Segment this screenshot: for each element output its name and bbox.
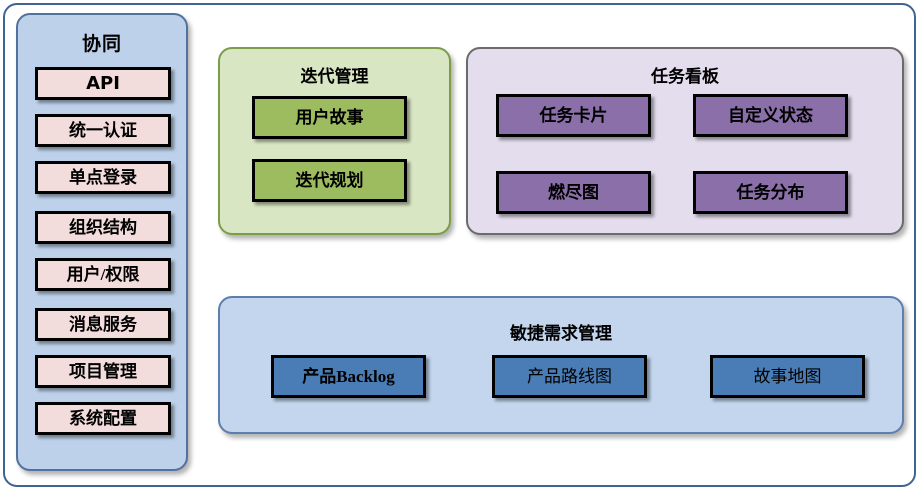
taskboard-item-label: 燃尽图 bbox=[548, 183, 599, 202]
sidebar-title: 协同 bbox=[81, 33, 122, 55]
taskboard-item-custom-status[interactable]: 自定义状态 bbox=[693, 94, 848, 137]
agile-item-label: 产品路线图 bbox=[527, 367, 612, 386]
sidebar-item-label: API bbox=[86, 72, 120, 94]
sidebar-item-user-permission[interactable]: 用户/权限 bbox=[35, 258, 171, 291]
sidebar-item-label: 系统配置 bbox=[69, 409, 137, 428]
sidebar-item-message-service[interactable]: 消息服务 bbox=[35, 308, 171, 341]
agile-item-product-roadmap[interactable]: 产品路线图 bbox=[492, 355, 647, 398]
sidebar-item-project-management[interactable]: 项目管理 bbox=[35, 355, 171, 388]
agile-item-story-map[interactable]: 故事地图 bbox=[710, 355, 865, 398]
taskboard-panel: 任务看板 任务卡片 自定义状态 燃尽图 任务分布 bbox=[466, 47, 904, 235]
sidebar-panel: 协同 API 统一认证 单点登录 组织结构 用户/权限 消息服务 项目管理 系统… bbox=[16, 13, 188, 471]
sidebar-item-single-sign-on[interactable]: 单点登录 bbox=[35, 161, 171, 194]
sidebar-item-label: 消息服务 bbox=[69, 315, 137, 334]
iteration-item-iteration-planning[interactable]: 迭代规划 bbox=[252, 159, 407, 202]
taskboard-item-task-distribution[interactable]: 任务分布 bbox=[693, 171, 848, 214]
iteration-item-label: 迭代规划 bbox=[295, 171, 364, 190]
agile-item-label: 产品Backlog bbox=[302, 367, 395, 386]
sidebar-item-unified-auth[interactable]: 统一认证 bbox=[35, 114, 171, 147]
taskboard-item-task-card[interactable]: 任务卡片 bbox=[496, 94, 651, 137]
sidebar-item-label: 用户/权限 bbox=[66, 265, 140, 284]
iteration-item-user-story[interactable]: 用户故事 bbox=[252, 96, 407, 139]
sidebar-item-label: 单点登录 bbox=[69, 168, 137, 187]
taskboard-item-label: 任务分布 bbox=[736, 183, 805, 202]
iteration-item-label: 用户故事 bbox=[295, 108, 364, 127]
sidebar-item-label: 统一认证 bbox=[69, 121, 137, 140]
taskboard-item-label: 任务卡片 bbox=[539, 106, 608, 125]
agile-requirement-panel: 敏捷需求管理 产品Backlog 产品路线图 故事地图 bbox=[218, 296, 904, 434]
taskboard-title: 任务看板 bbox=[651, 67, 719, 87]
taskboard-item-label: 自定义状态 bbox=[728, 106, 813, 125]
iteration-management-panel: 迭代管理 用户故事 迭代规划 bbox=[218, 47, 451, 235]
sidebar-item-label: 组织结构 bbox=[69, 218, 137, 237]
sidebar-item-system-config[interactable]: 系统配置 bbox=[35, 402, 171, 435]
agile-item-label: 故事地图 bbox=[753, 367, 822, 386]
sidebar-item-org-structure[interactable]: 组织结构 bbox=[35, 211, 171, 244]
sidebar-item-label: 项目管理 bbox=[69, 362, 137, 381]
agile-item-product-backlog[interactable]: 产品Backlog bbox=[271, 355, 426, 398]
taskboard-item-burndown-chart[interactable]: 燃尽图 bbox=[496, 171, 651, 214]
sidebar-item-api[interactable]: API bbox=[35, 67, 171, 100]
iteration-management-title: 迭代管理 bbox=[300, 67, 369, 87]
agile-requirement-title: 敏捷需求管理 bbox=[510, 324, 612, 344]
